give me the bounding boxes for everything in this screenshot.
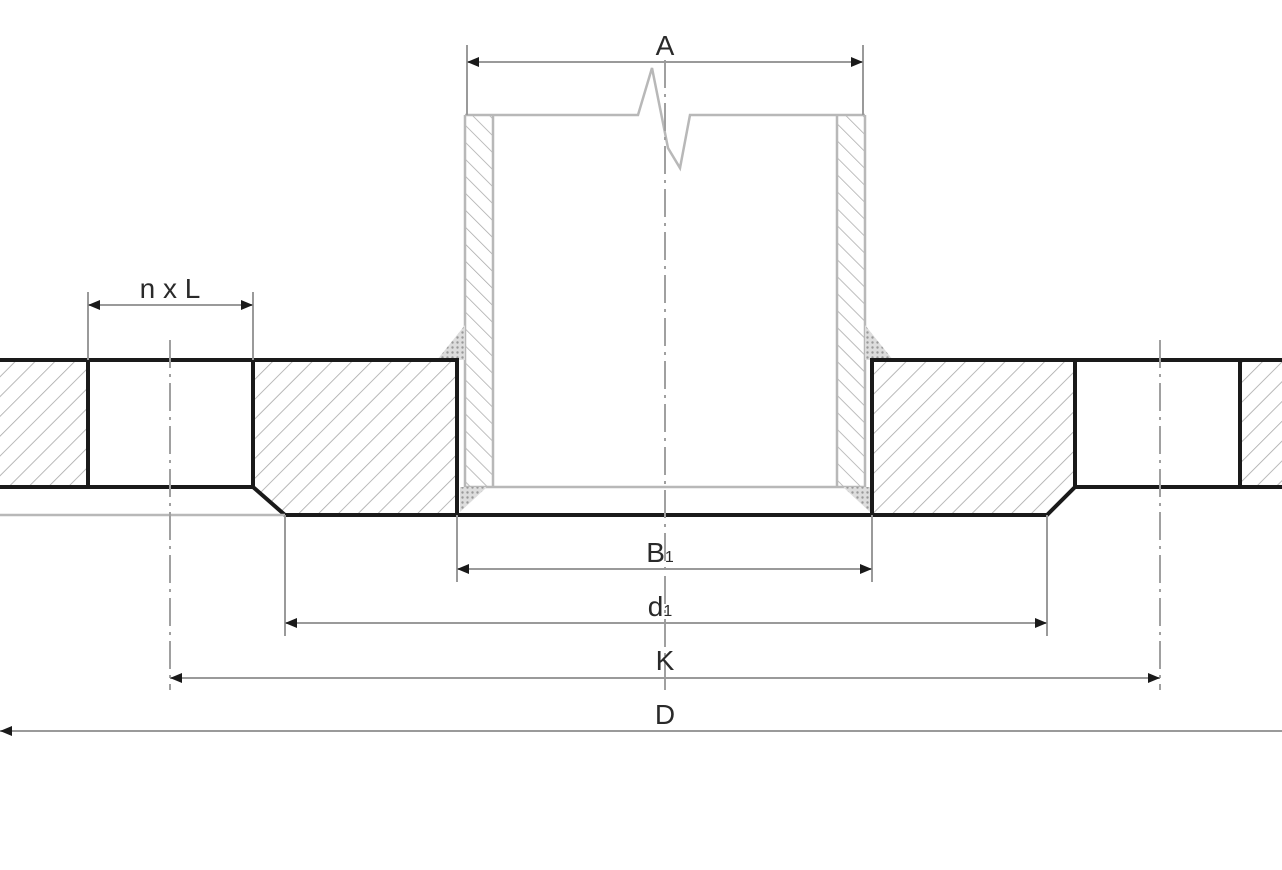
flange-section-far-left [0, 360, 88, 487]
flange-section-far-right [1240, 360, 1282, 487]
label-d1-main: d [648, 591, 664, 622]
weld-left-top [437, 325, 465, 360]
flange-section [0, 360, 1282, 515]
pipe-wall-right [837, 115, 865, 487]
label-A: A [656, 30, 675, 61]
label-nxL: n x L [140, 273, 201, 304]
label-B1-main: B [646, 537, 665, 568]
label-d1: d1 [648, 591, 673, 622]
label-B1-sub: 1 [665, 549, 674, 566]
pipe [437, 67, 893, 512]
dimension-lines [0, 57, 1282, 736]
label-K: K [656, 645, 675, 676]
flange-section-left [253, 360, 457, 515]
label-D: D [655, 699, 675, 730]
label-B1: B1 [646, 537, 674, 568]
pipe-wall-left [465, 115, 493, 487]
flange-outline [0, 358, 1282, 517]
label-d1-sub: 1 [663, 603, 672, 620]
extension-lines [87, 45, 1048, 636]
flange-section-right [872, 360, 1075, 515]
weld-left-bottom [460, 487, 487, 512]
weld-right-top [865, 325, 893, 360]
break-line [465, 67, 865, 172]
weld-right-bottom [843, 487, 870, 512]
